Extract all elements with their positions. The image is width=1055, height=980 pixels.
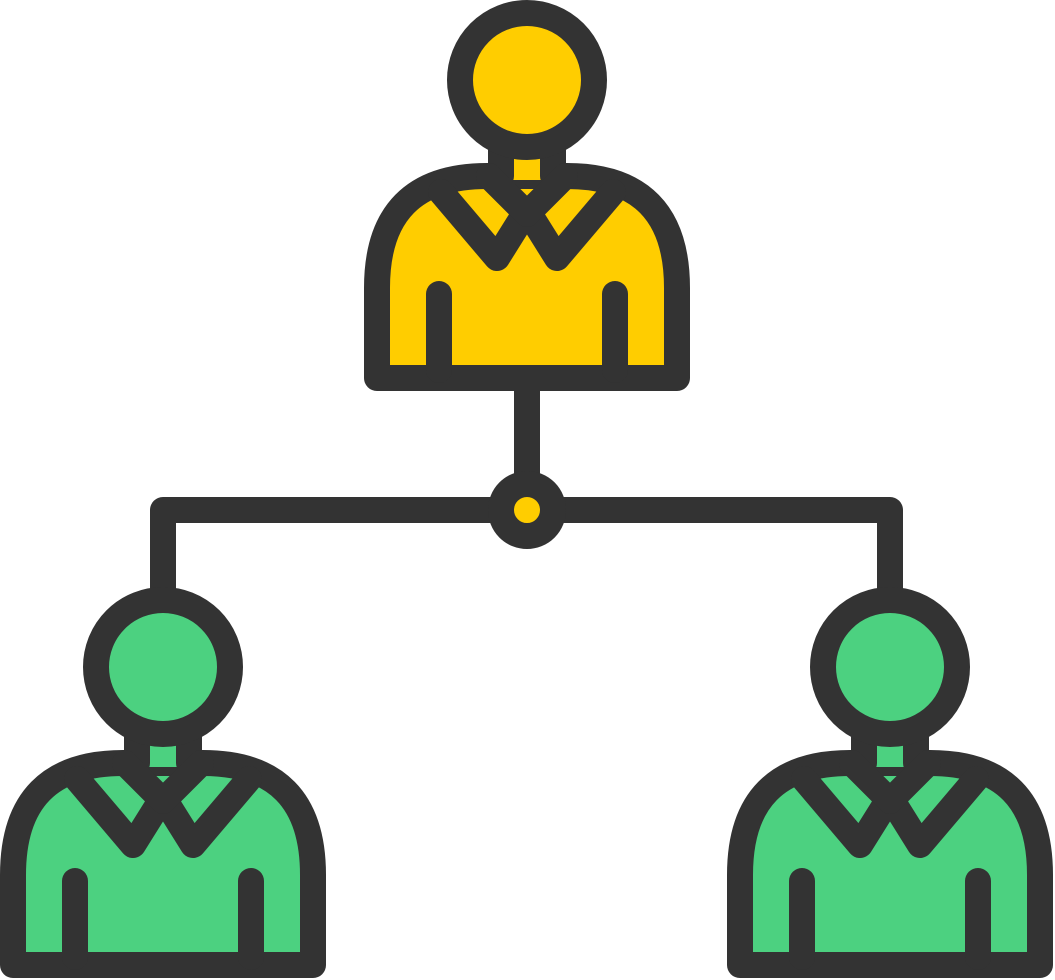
- member-person-right-icon: [727, 587, 1053, 978]
- junction-node-icon: [488, 471, 566, 549]
- member-person-left-icon: [0, 587, 326, 978]
- leader-person-icon: [364, 0, 690, 391]
- connector-lines: [150, 377, 903, 609]
